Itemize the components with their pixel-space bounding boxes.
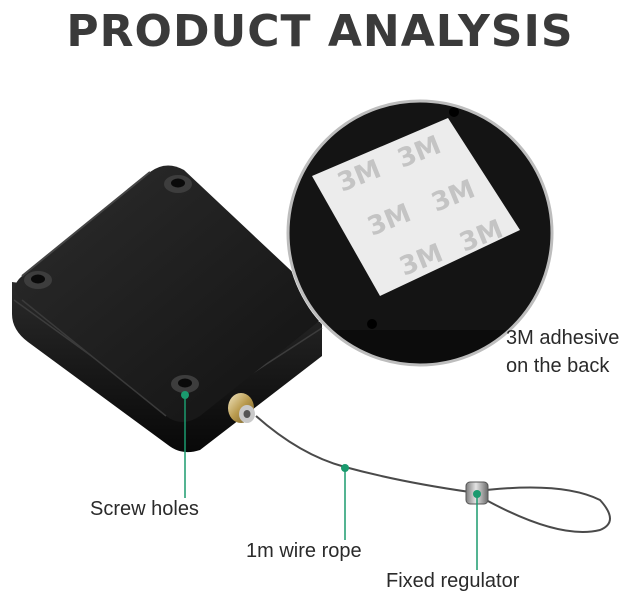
page-title: PRODUCT ANALYSIS [66, 6, 574, 57]
adhesive-zoom-circle: 3M 3M 3M 3M 3M 3M [286, 99, 554, 367]
adhesive-label-line2: on the back [506, 355, 610, 377]
adhesive-label-line1: 3M adhesive [506, 327, 620, 349]
wire-outlet-fitting [228, 393, 255, 423]
screw-hole-bottom [171, 375, 199, 393]
pointer-dot-screw [181, 391, 189, 399]
screw-hole-top [164, 175, 192, 193]
wire-rope-label: 1m wire rope [246, 540, 362, 562]
wire-rope [255, 415, 611, 533]
retractor-device [12, 165, 324, 453]
screw-holes-label: Screw holes [90, 498, 199, 520]
pointer-dot-regulator [473, 490, 481, 498]
screw-hole-left [24, 271, 52, 289]
fixed-regulator-label: Fixed regulator [386, 570, 520, 592]
pointer-dot-wire [341, 464, 349, 472]
adhesive-label: 3M adhesive on the back [506, 324, 636, 380]
